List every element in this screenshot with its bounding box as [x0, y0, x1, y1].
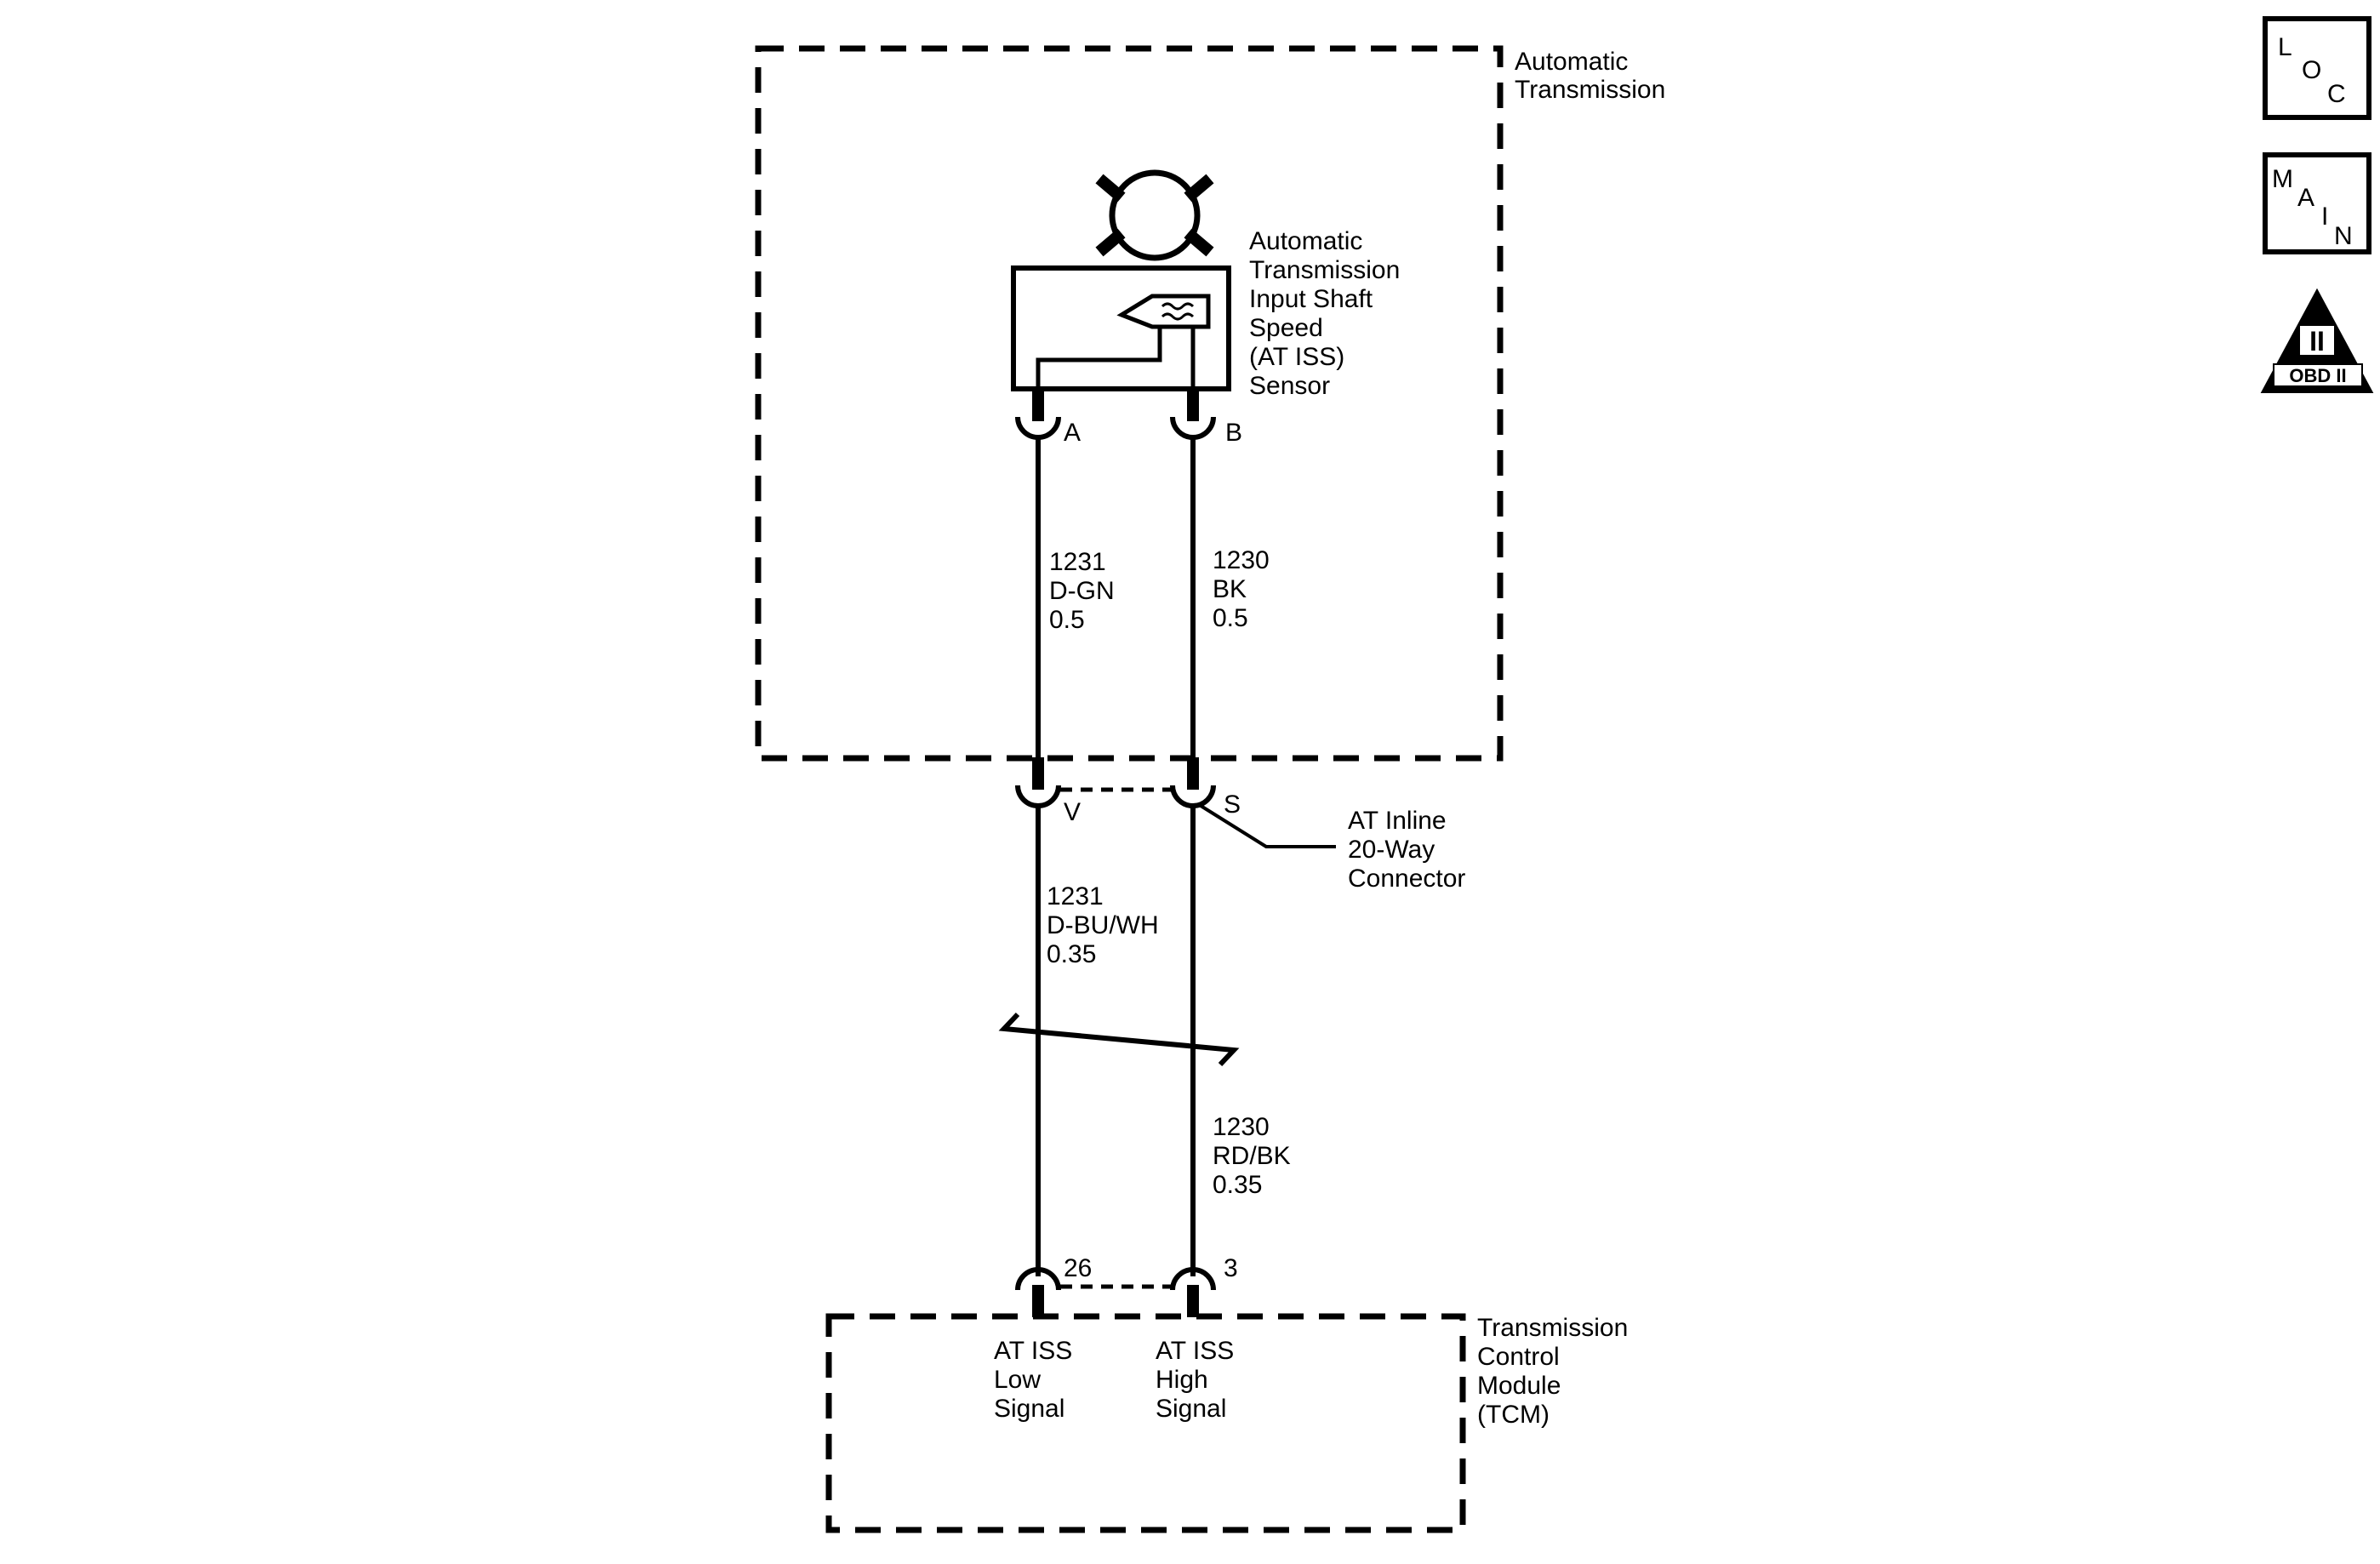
obd-ii-icon[interactable]: II OBD II: [2260, 288, 2374, 393]
tcm-low-signal-line-1: AT ISS: [994, 1337, 1072, 1365]
loc-icon[interactable]: L O C: [2263, 16, 2371, 120]
automatic-transmission-label-line-2: Transmission: [1515, 76, 1665, 104]
sensor-element-icon: [1036, 294, 1211, 391]
wire-1230-upper-color: BK: [1213, 575, 1247, 603]
inline-connector-label-line-1: AT Inline: [1348, 807, 1447, 835]
wire-1230-lower-gauge: 0.35: [1213, 1171, 1262, 1199]
sensor-body: [1011, 265, 1231, 391]
tcm-label-line-4: (TCM): [1477, 1401, 1550, 1429]
tcm-pin-3-label: 3: [1224, 1254, 1238, 1282]
wire-1231-lower-gauge: 0.35: [1047, 940, 1096, 968]
obd-ii-icon-numeral: II: [2309, 326, 2325, 357]
sensor-label-line-3: Input Shaft: [1249, 285, 1373, 313]
twisted-pair-marker: [998, 1012, 1240, 1067]
wire-1231-lower-color: D-BU/WH: [1047, 911, 1159, 939]
tcm-label-line-2: Control: [1477, 1343, 1560, 1371]
wire-1230-upper-gauge: 0.5: [1213, 604, 1248, 632]
sensor-terminal-b-label: B: [1225, 419, 1242, 447]
tcm-high-signal-line-2: High: [1156, 1366, 1208, 1394]
loc-icon-letter-c: C: [2327, 80, 2346, 108]
tcm-label-line-3: Module: [1477, 1372, 1561, 1400]
main-icon-letter-n: N: [2334, 222, 2353, 250]
obd-ii-icon-label: OBD II: [2289, 365, 2346, 386]
wire-1231-upper-gauge: 0.5: [1049, 606, 1085, 634]
inline-connector-pin-s: [1170, 757, 1216, 808]
inline-connector-leader: [1196, 802, 1336, 848]
sensor-terminal-a-label: A: [1064, 419, 1081, 447]
sensor-label-line-5: (AT ISS): [1249, 343, 1344, 371]
sensor-terminal-a: [1015, 389, 1061, 440]
loc-icon-letter-l: L: [2278, 33, 2292, 61]
tcm-pin-26-label: 26: [1064, 1254, 1092, 1282]
automatic-transmission-label-line-1: Automatic: [1515, 48, 1628, 76]
wire-1231-upper-color: D-GN: [1049, 577, 1115, 605]
main-icon-letter-m: M: [2272, 165, 2293, 193]
sensor-terminal-b: [1170, 389, 1216, 440]
sensor-mount-icon: [1095, 169, 1214, 261]
sensor-label-line-1: Automatic: [1249, 227, 1362, 255]
loc-icon-letter-o: O: [2302, 56, 2321, 84]
main-icon[interactable]: M A I N: [2263, 152, 2371, 254]
tcm-low-signal-line-3: Signal: [994, 1395, 1064, 1423]
tcm-high-signal-line-1: AT ISS: [1156, 1337, 1234, 1365]
tcm-low-signal-line-2: Low: [994, 1366, 1041, 1394]
sensor-label-line-4: Speed: [1249, 314, 1323, 342]
wire-1231-upper-circuit: 1231: [1049, 548, 1106, 576]
wire-1230-lower-circuit: 1230: [1213, 1113, 1270, 1141]
tcm-boundary: [825, 1313, 1466, 1533]
main-icon-letter-a: A: [2297, 184, 2314, 212]
wire-1231-lower-circuit: 1231: [1047, 882, 1104, 910]
automatic-transmission-boundary: [755, 45, 1504, 762]
tcm-pin-26: [1015, 1267, 1061, 1317]
tcm-high-signal-line-3: Signal: [1156, 1395, 1226, 1423]
inline-connector-pin-s-label: S: [1224, 791, 1241, 819]
tcm-pin-3: [1170, 1267, 1216, 1317]
main-icon-letter-i: I: [2321, 203, 2328, 231]
inline-connector-pin-v-label: V: [1064, 798, 1081, 826]
wire-1230-lower-color: RD/BK: [1213, 1142, 1291, 1170]
inline-connector-pin-v: [1015, 757, 1061, 808]
wire-1230-upper-circuit: 1230: [1213, 546, 1270, 574]
tcm-label-line-1: Transmission: [1477, 1314, 1628, 1342]
sensor-label-line-6: Sensor: [1249, 372, 1330, 400]
inline-connector-label-line-2: 20-Way: [1348, 836, 1435, 864]
sensor-label-line-2: Transmission: [1249, 256, 1400, 284]
inline-connector-label-line-3: Connector: [1348, 865, 1465, 893]
